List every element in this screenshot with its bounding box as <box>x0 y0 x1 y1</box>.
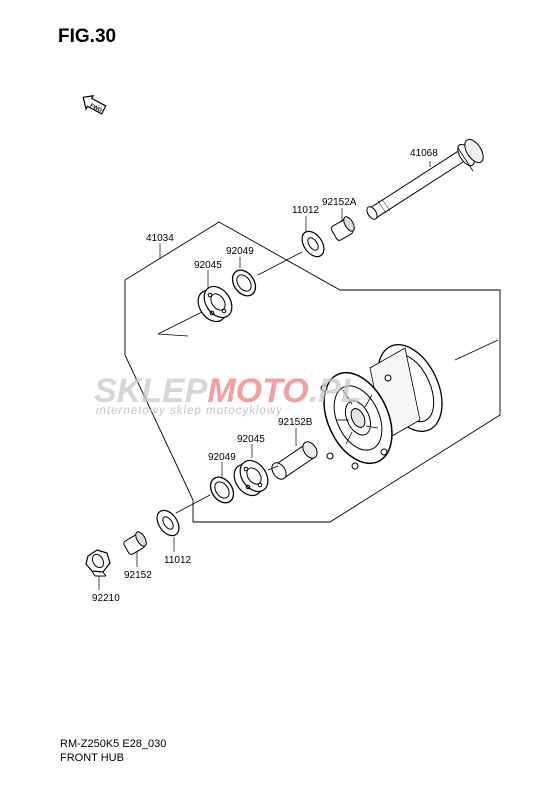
axle-41068 <box>366 138 484 220</box>
front-hub <box>320 344 443 470</box>
part-label-92152b: 92152B <box>278 417 313 428</box>
svg-text:SKLEPMOTO.PL: SKLEPMOTO.PL <box>94 372 362 410</box>
watermark: SKLEPMOTO.PL internetowy sklep motocyklo… <box>94 372 362 417</box>
part-label-11012-bottom: 11012 <box>164 555 192 566</box>
seal-11012-top <box>301 230 325 258</box>
part-label-92049-top: 92049 <box>226 246 254 257</box>
svg-text:FWD: FWD <box>89 103 103 114</box>
part-label-92152: 92152 <box>124 570 152 581</box>
part-label-92152a: 92152A <box>322 197 357 208</box>
seal-11012-bottom <box>156 509 180 537</box>
nut-92210 <box>85 549 111 577</box>
oil-seal-92049-bottom <box>209 476 235 504</box>
watermark-brand-left: SKLEP <box>94 372 208 410</box>
bearing-92045-top <box>197 285 233 323</box>
part-label-92049-bottom: 92049 <box>208 452 236 463</box>
part-label-41034: 41034 <box>146 233 174 244</box>
part-label-92045-top: 92045 <box>194 260 222 271</box>
watermark-brand-tail: .PL <box>309 372 362 410</box>
part-label-41068: 41068 <box>410 148 438 159</box>
footer-name: FRONT HUB <box>60 752 124 764</box>
collar-92152a <box>330 216 355 241</box>
footer-code: RM-Z250K5 E28_030 <box>60 738 167 750</box>
part-label-11012-top: 11012 <box>292 205 320 216</box>
part-label-92210: 92210 <box>92 593 120 604</box>
figure-title: FIG.30 <box>58 26 117 47</box>
bearing-92045-bottom <box>233 459 269 497</box>
fwd-arrow-icon: FWD <box>82 94 107 115</box>
spacer-92152b <box>271 441 318 480</box>
oil-seal-92049-top <box>231 269 257 297</box>
assembly-bracket <box>124 221 501 523</box>
collar-92152 <box>123 531 147 555</box>
part-label-92045-bottom: 92045 <box>237 434 265 445</box>
watermark-tagline: internetowy sklep motocyklowy <box>96 405 283 417</box>
watermark-brand-right: MOTO <box>207 372 308 410</box>
